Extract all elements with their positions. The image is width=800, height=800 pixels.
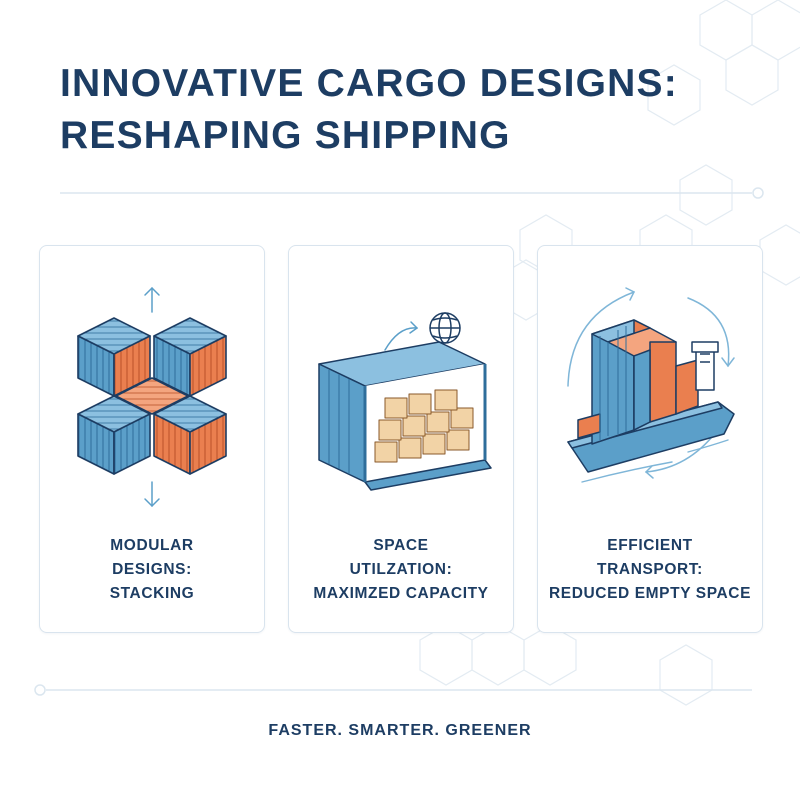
card-label-line: DESIGNS: — [112, 561, 192, 578]
card-label: EFFICIENT TRANSPORT: REDUCED EMPTY SPACE — [546, 534, 754, 606]
globe-icon — [429, 312, 461, 344]
arrow-icon — [384, 321, 419, 351]
vertical-arrows-icon — [144, 286, 160, 508]
cargo-ship-puzzle-icon — [567, 287, 735, 483]
card-label-line: EFFICIENT — [607, 537, 693, 554]
card-space-utilization: SPACE UTILZATION: MAXIMZED CAPACITY — [288, 245, 514, 633]
card-label-line: STACKING — [109, 585, 195, 602]
card-efficient-transport: EFFICIENT TRANSPORT: REDUCED EMPTY SPACE — [537, 245, 763, 633]
stacked-containers-icon — [77, 286, 227, 508]
page-title-line-2: RESHAPING SHIPPING — [60, 114, 511, 157]
cycle-arrows-icon — [567, 287, 735, 479]
card-label-line: MODULAR — [110, 537, 194, 554]
card-label-line: TRANSPORT: — [597, 561, 703, 578]
card-modular-designs: MODULAR DESIGNS: STACKING — [39, 245, 265, 633]
card-label-line: MAXIMZED CAPACITY — [313, 585, 489, 602]
card-label-line: SPACE — [373, 537, 429, 554]
card-label-line: REDUCED EMPTY SPACE — [548, 585, 752, 602]
card-label-line: UTILZATION: — [349, 561, 453, 578]
page-title-line-1: INNOVATIVE CARGO DESIGNS: — [60, 62, 678, 105]
container-with-boxes-icon — [318, 312, 492, 491]
tagline: FASTER. SMARTER. GREENER — [268, 722, 532, 739]
card-label: MODULAR DESIGNS: STACKING — [48, 534, 256, 606]
card-label: SPACE UTILZATION: MAXIMZED CAPACITY — [297, 534, 505, 606]
page-title: INNOVATIVE CARGO DESIGNS: RESHAPING SHIP… — [60, 58, 760, 162]
